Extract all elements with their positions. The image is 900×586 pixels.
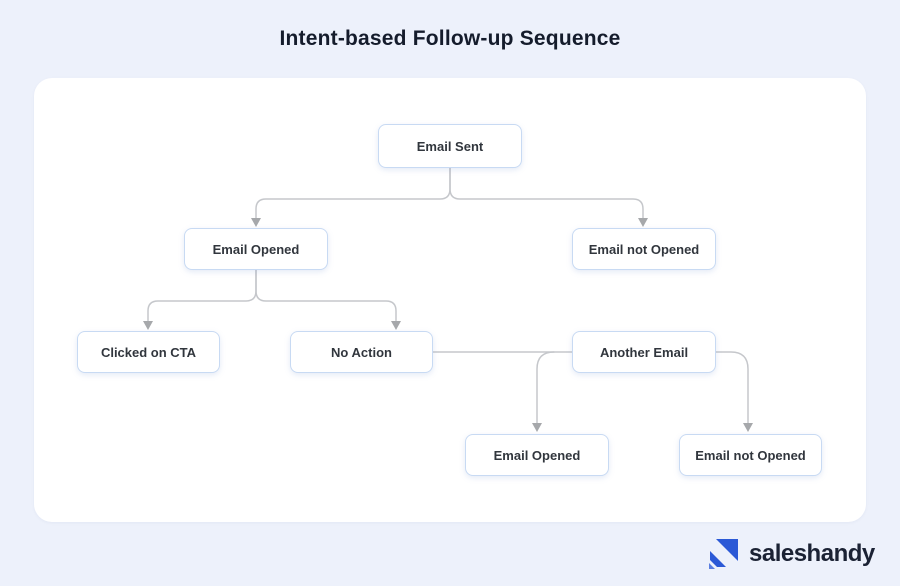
arrowhead [391,321,401,330]
node-label: Email Opened [493,447,581,463]
edge-email-sent-to-email-opened [255,167,451,220]
connector-layer [143,167,753,432]
edge-another-email-to-email-opened2 [536,351,555,425]
arrowhead [143,321,153,330]
edge-email-sent-to-email-not-opened [449,167,644,220]
edge-another-email-to-email-not-opened2 [715,351,749,425]
node-email-opened-2: Email Opened [465,434,609,476]
edge-email-opened-to-no-action [255,269,397,323]
edge-email-opened-to-clicked-cta [147,269,257,323]
node-label: Another Email [599,344,689,360]
node-email-not-opened: Email not Opened [572,228,716,270]
node-label: Clicked on CTA [100,344,197,360]
flowchart-card: Email Sent Email Opened Email not Opened… [34,78,866,522]
saleshandy-logo-text: saleshandy [749,540,875,567]
node-label: Email Sent [416,138,484,154]
arrowhead [532,423,542,432]
page-title: Intent-based Follow-up Sequence [279,27,621,50]
node-no-action: No Action [290,331,433,373]
node-another-email: Another Email [572,331,716,373]
node-label: Email not Opened [588,241,700,257]
node-label: Email Opened [212,241,300,257]
node-email-opened: Email Opened [184,228,328,270]
node-clicked-on-cta: Clicked on CTA [77,331,220,373]
node-email-not-opened-2: Email not Opened [679,434,822,476]
arrowhead [743,423,753,432]
arrowhead [638,218,648,227]
node-email-sent: Email Sent [378,124,522,168]
node-label: Email not Opened [695,447,806,463]
saleshandy-logo-icon [709,539,738,569]
arrowhead [251,218,261,227]
saleshandy-logo: saleshandy [706,536,875,572]
node-label: No Action [331,344,392,360]
